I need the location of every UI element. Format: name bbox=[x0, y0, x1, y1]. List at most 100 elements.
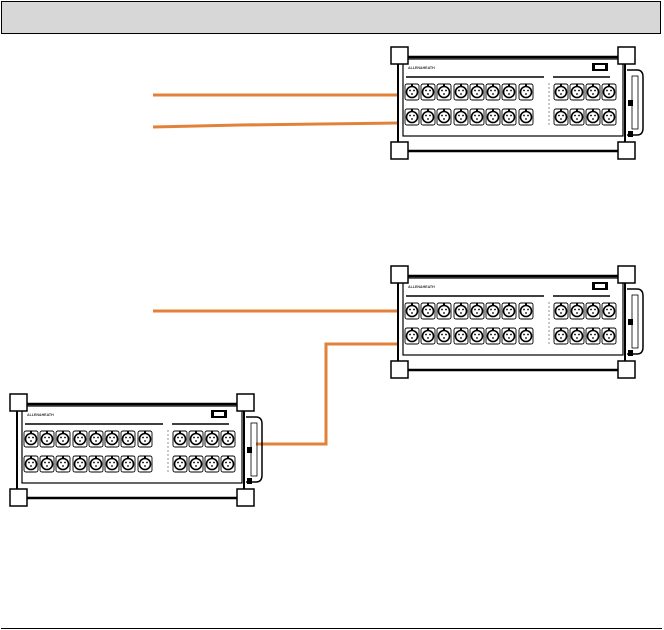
xlr-input-jack bbox=[486, 328, 500, 344]
xlr-input-jack bbox=[486, 109, 500, 125]
xlr-output-jack bbox=[173, 431, 187, 447]
xlr-input-jack bbox=[105, 456, 119, 472]
xlr-input-jack bbox=[502, 303, 516, 319]
xlr-input-jack bbox=[405, 84, 419, 100]
xlr-input-jack bbox=[73, 456, 87, 472]
xlr-input-jack bbox=[437, 303, 451, 319]
brand-label: ALLEN&HEATH bbox=[408, 66, 435, 70]
xlr-input-jack bbox=[405, 328, 419, 344]
xlr-output-jack bbox=[173, 456, 187, 472]
xlr-output-jack bbox=[221, 456, 235, 472]
xlr-output-jack bbox=[586, 328, 600, 344]
xlr-input-jack bbox=[486, 303, 500, 319]
lock-tab bbox=[628, 131, 633, 137]
xlr-input-jack bbox=[470, 84, 484, 100]
xlr-input-jack bbox=[519, 328, 533, 344]
xlr-input-jack bbox=[454, 84, 468, 100]
display-window bbox=[214, 412, 224, 416]
xlr-input-jack bbox=[519, 84, 533, 100]
corner-block bbox=[618, 47, 635, 64]
xlr-input-jack bbox=[421, 303, 435, 319]
xlr-input-jack bbox=[486, 84, 500, 100]
xlr-input-jack bbox=[454, 303, 468, 319]
xlr-input-jack bbox=[24, 456, 38, 472]
xlr-input-jack bbox=[56, 456, 70, 472]
xlr-input-jack bbox=[121, 456, 135, 472]
xlr-output-jack bbox=[189, 431, 203, 447]
xlr-input-jack bbox=[24, 431, 38, 447]
corner-block bbox=[10, 489, 27, 506]
xlr-output-jack bbox=[570, 109, 584, 125]
xlr-input-jack bbox=[437, 109, 451, 125]
corner-block bbox=[391, 266, 408, 283]
xlr-output-jack bbox=[570, 84, 584, 100]
lock-tab bbox=[628, 319, 633, 325]
xlr-input-jack bbox=[56, 431, 70, 447]
xlr-input-jack bbox=[89, 456, 103, 472]
xlr-input-jack bbox=[121, 431, 135, 447]
xlr-output-jack bbox=[602, 84, 616, 100]
display-window bbox=[595, 65, 605, 69]
corner-block bbox=[237, 394, 254, 411]
cable-unit2-to-unit3 bbox=[256, 344, 397, 444]
lock-tab bbox=[628, 100, 633, 106]
xlr-input-jack bbox=[405, 303, 419, 319]
xlr-input-jack bbox=[470, 328, 484, 344]
xlr-input-jack bbox=[40, 431, 54, 447]
xlr-input-jack bbox=[437, 328, 451, 344]
corner-block bbox=[391, 361, 408, 378]
xlr-input-jack bbox=[519, 109, 533, 125]
corner-block bbox=[618, 266, 635, 283]
xlr-output-jack bbox=[554, 303, 568, 319]
xlr-input-jack bbox=[421, 84, 435, 100]
xlr-input-jack bbox=[437, 84, 451, 100]
xlr-output-jack bbox=[602, 109, 616, 125]
corner-block bbox=[618, 361, 635, 378]
stagebox-unit-2: ALLEN&HEATH bbox=[391, 266, 643, 378]
xlr-input-jack bbox=[89, 431, 103, 447]
xlr-input-jack bbox=[454, 109, 468, 125]
display-window bbox=[595, 284, 605, 288]
cable-unit1-bottom bbox=[153, 123, 397, 127]
lock-tab bbox=[247, 478, 252, 484]
xlr-input-jack bbox=[105, 431, 119, 447]
corner-block bbox=[618, 142, 635, 159]
xlr-output-jack bbox=[189, 456, 203, 472]
xlr-output-jack bbox=[602, 328, 616, 344]
xlr-output-jack bbox=[554, 84, 568, 100]
xlr-input-jack bbox=[405, 109, 419, 125]
xlr-output-jack bbox=[586, 84, 600, 100]
lock-tab bbox=[247, 447, 252, 453]
footer-rule bbox=[1, 628, 662, 629]
stagebox-unit-1: ALLEN&HEATH bbox=[391, 47, 643, 159]
xlr-input-jack bbox=[502, 84, 516, 100]
xlr-input-jack bbox=[40, 456, 54, 472]
corner-block bbox=[10, 394, 27, 411]
corner-block bbox=[237, 489, 254, 506]
brand-label: ALLEN&HEATH bbox=[27, 413, 54, 417]
xlr-output-jack bbox=[586, 109, 600, 125]
xlr-output-jack bbox=[554, 109, 568, 125]
corner-block bbox=[391, 142, 408, 159]
xlr-output-jack bbox=[602, 303, 616, 319]
corner-block bbox=[391, 47, 408, 64]
xlr-output-jack bbox=[570, 303, 584, 319]
xlr-input-jack bbox=[519, 303, 533, 319]
xlr-output-jack bbox=[554, 328, 568, 344]
xlr-output-jack bbox=[221, 431, 235, 447]
xlr-input-jack bbox=[502, 109, 516, 125]
stagebox-unit-3: ALLEN&HEATH bbox=[10, 394, 262, 506]
xlr-output-jack bbox=[205, 431, 219, 447]
xlr-input-jack bbox=[138, 456, 152, 472]
xlr-input-jack bbox=[421, 109, 435, 125]
xlr-output-jack bbox=[205, 456, 219, 472]
xlr-input-jack bbox=[138, 431, 152, 447]
xlr-input-jack bbox=[73, 431, 87, 447]
xlr-input-jack bbox=[470, 109, 484, 125]
xlr-input-jack bbox=[421, 328, 435, 344]
xlr-input-jack bbox=[454, 328, 468, 344]
xlr-input-jack bbox=[470, 303, 484, 319]
brand-label: ALLEN&HEATH bbox=[408, 285, 435, 289]
lock-tab bbox=[628, 350, 633, 356]
